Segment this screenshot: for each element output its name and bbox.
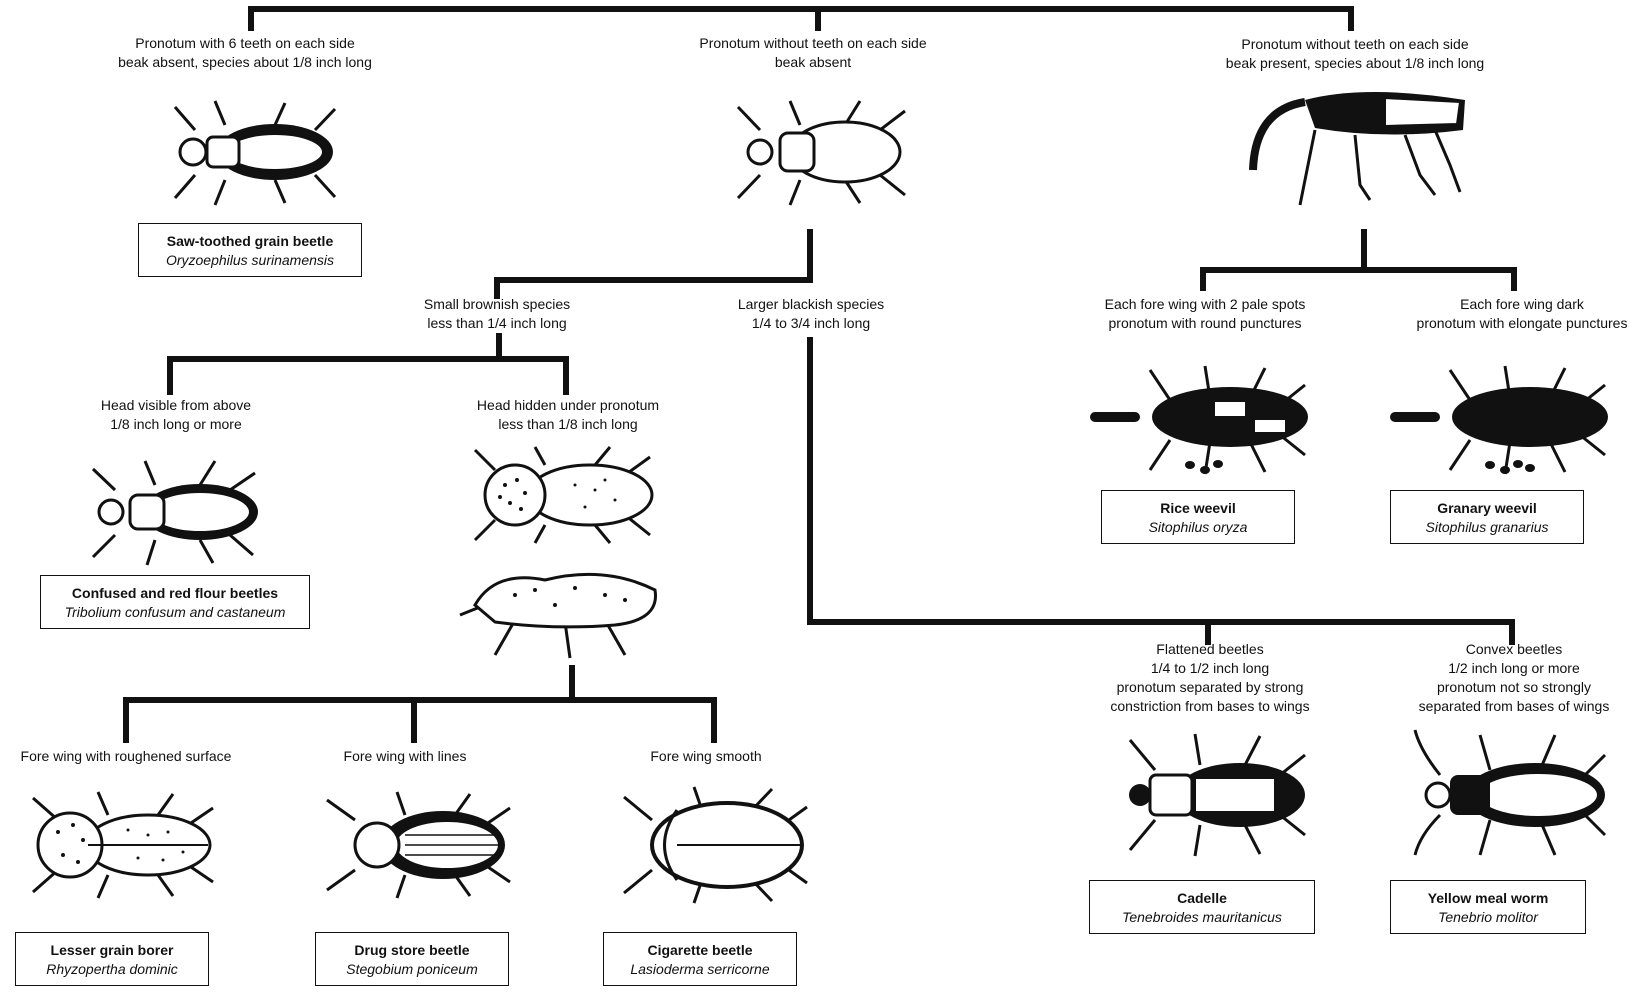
top-mid-beetle-illustration xyxy=(720,95,920,210)
rice-weevil-illustration xyxy=(1090,360,1320,480)
label-fore-lines: Fore wing with lines xyxy=(344,747,467,766)
species-box-cadelle: Cadelle Tenebroides mauritanicus xyxy=(1089,880,1315,934)
weevil-branch-line xyxy=(1203,232,1514,288)
label-two-pale-spots: Each fore wing with 2 pale spots pronotu… xyxy=(1105,295,1306,333)
species-box-saw-toothed: Saw-toothed grain beetle Oryzoephilus su… xyxy=(138,223,362,277)
label-top-mid: Pronotum without teeth on each side beak… xyxy=(699,34,926,72)
cigarette-beetle-illustration xyxy=(612,785,812,905)
hidden-branch-line xyxy=(126,668,714,740)
species-box-drug-store-beetle: Drug store beetle Stegobium poniceum xyxy=(315,932,509,986)
label-fore-smooth: Fore wing smooth xyxy=(650,747,761,766)
species-box-lesser-grain-borer: Lesser grain borer Rhyzopertha dominic xyxy=(15,932,209,986)
label-small-brownish: Small brownish species less than 1/4 inc… xyxy=(424,295,570,333)
yellow-meal-worm-illustration xyxy=(1410,720,1610,865)
label-flattened: Flattened beetles 1/4 to 1/2 inch long p… xyxy=(1110,640,1309,716)
top-right-weevil-illustration xyxy=(1245,80,1475,210)
label-convex: Convex beetles 1/2 inch long or more pro… xyxy=(1419,640,1610,716)
species-box-flour-beetles: Confused and red flour beetles Tribolium… xyxy=(40,575,310,629)
saw-toothed-beetle-illustration xyxy=(155,95,355,210)
label-head-visible: Head visible from above 1/8 inch long or… xyxy=(101,396,251,434)
label-larger-blackish: Larger blackish species 1/4 to 3/4 inch … xyxy=(738,295,884,333)
label-head-hidden: Head hidden under pronotum less than 1/8… xyxy=(477,396,659,434)
species-box-yellow-meal-worm: Yellow meal worm Tenebrio molitor xyxy=(1390,880,1586,934)
top-branch-line xyxy=(251,9,1351,28)
lesser-grain-borer-illustration xyxy=(18,790,218,900)
drug-store-beetle-illustration xyxy=(315,790,515,900)
cadelle-illustration xyxy=(1115,730,1315,860)
species-box-cigarette-beetle: Cigarette beetle Lasioderma serricorne xyxy=(603,932,797,986)
label-wing-dark: Each fore wing dark pronotum with elonga… xyxy=(1417,295,1628,333)
species-box-granary-weevil: Granary weevil Sitophilus granarius xyxy=(1390,490,1584,544)
label-top-right: Pronotum without teeth on each side beak… xyxy=(1226,35,1484,73)
mid-branch-line xyxy=(497,232,810,296)
label-fore-rough: Fore wing with roughened surface xyxy=(21,747,232,766)
head-hidden-side-view-illustration xyxy=(455,560,665,660)
flour-beetle-illustration xyxy=(75,455,265,570)
small-branch-line xyxy=(170,336,566,392)
species-box-rice-weevil: Rice weevil Sitophilus oryza xyxy=(1101,490,1295,544)
label-top-left: Pronotum with 6 teeth on each side beak … xyxy=(118,34,372,72)
head-hidden-beetle-illustration xyxy=(455,445,665,545)
granary-weevil-illustration xyxy=(1390,360,1620,480)
